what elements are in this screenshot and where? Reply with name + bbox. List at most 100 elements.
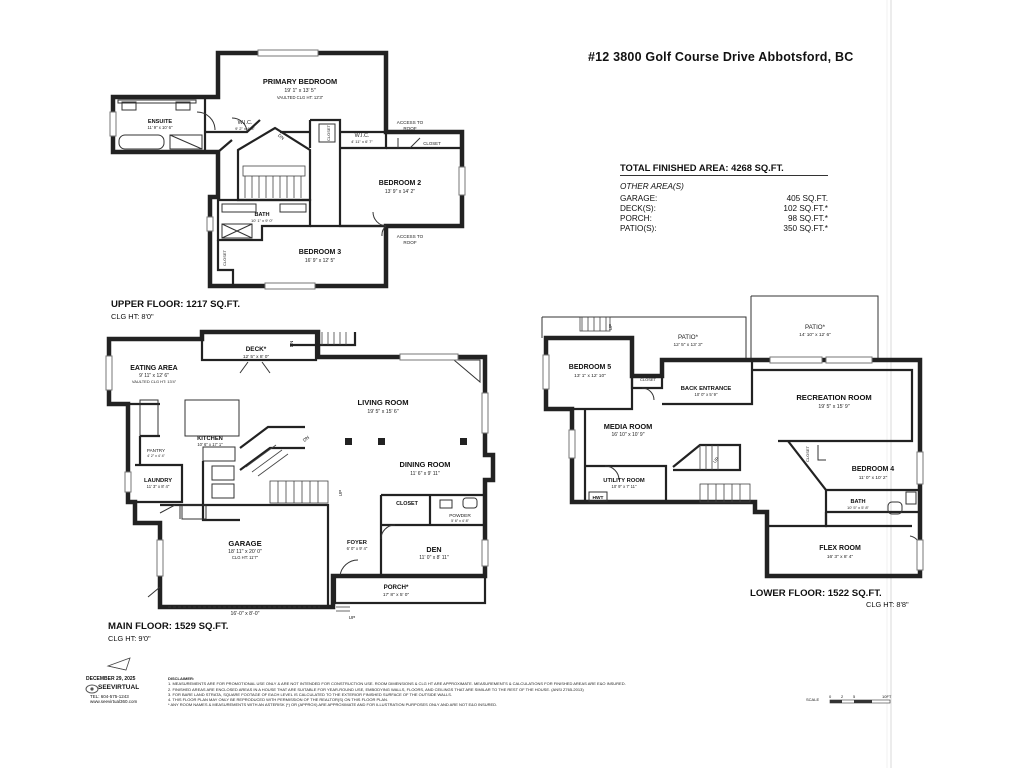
upper-floor-rooms-access2-label: ACCESS TO [397,234,424,239]
main-floor-rooms-closet-label: CLOSET [396,501,419,507]
lower-floor-rooms-utility-name-label: UTILITY ROOM [603,478,645,484]
upper-floor-rooms-bath-name-label: BATH [254,212,269,218]
lower-floor-rooms-patio2-dim-label: 14' 10" x 12' 6" [799,332,831,338]
scale-tick: 5 [853,694,856,699]
disclaimer-line: * ANY ROOM NAMES & MEASUREMENTS WITH AN … [168,702,498,708]
lower-floor-rooms-up-label: UP [608,324,613,330]
area-summary-table: TOTAL FINISHED AREA: 4268 SQ.FT. OTHER A… [620,162,828,234]
main-floor-rooms-porch-name-label: PORCH* [384,584,409,591]
lower-floor-plan [541,295,924,579]
brand-phone: TEL: 604-575-1243 [90,694,129,699]
main-floor-rooms-powder-name-label: POWDER [449,513,471,519]
main-floor-rooms-laundry-name-label: LAUNDRY [144,478,172,484]
upper-floor-plan [109,49,466,290]
upper-floor-rooms-dn-label: DN [277,133,285,141]
lower-floor-rooms-flex-name-label: FLEX ROOM [819,545,861,552]
main-floor-rooms-dn2-label: DN [302,435,310,443]
upper-floor-rooms-closet3-label: CLOSET [222,249,227,266]
main-floor-rooms-powder-dim-label: 5' 6" x 4' 8" [451,519,469,523]
lower-floor-rooms-closet-label: CLOSET [640,377,657,382]
upper-floor-rooms-bed2-name-label: BEDROOM 2 [379,180,422,187]
lower-floor-rooms-patio1-name-label: PATIO* [678,334,699,341]
upper-floor-label: UPPER FLOOR: 1217 SQ.FT. [111,299,241,310]
disclaimer-line: 4. THIS FLOOR PLAN MAY ONLY BE REPRODUCE… [168,697,389,703]
disclaimer-line: 3. FOR BARE LAND STRATA, SQUARE FOOTAGE … [168,691,453,697]
main-floor-rooms-kitchen-dim-label: 10' 6" x 17' 1" [197,442,223,447]
scale-bar [829,699,891,704]
upper-floor-rooms-ensuite-name-label: ENSUITE [148,119,173,125]
main-floor-rooms-garage-door-label: 16'-0" x 8'-0" [230,611,259,617]
total-finished-area: TOTAL FINISHED AREA: 4268 SQ.FT. [620,162,828,176]
upper-floor-rooms-closet2-label: CLOSET [423,141,441,146]
lower-floor-rooms-patio2-name-label: PATIO* [805,324,826,331]
lower-floor-ceiling: CLG HT: 8'8" [866,600,909,609]
plan-date: DECEMBER 29, 2025 [86,676,136,682]
lower-floor-rooms-utility-dim-label: 10' 9" x 7' 11" [612,484,637,489]
lower-floor-rooms-rec-name-label: RECREATION ROOM [796,393,871,402]
main-floor-rooms-eating-name-label: EATING AREA [130,365,177,372]
lower-floor-rooms-media-name-label: MEDIA ROOM [604,422,653,431]
main-floor-rooms-laundry-dim-label: 11' 3" x 8' 4" [147,484,170,489]
lower-floor-rooms-bed4-name-label: BEDROOM 4 [852,466,895,473]
main-floor-rooms-dn-label: DN [289,341,294,348]
main-floor-rooms-foyer-dim-label: 6' 0" x 9' 4" [347,546,368,551]
main-floor-rooms-dining-name-label: DINING ROOM [400,460,451,469]
main-floor-rooms-eating-note-label: VAULTED CLG HT: 13'4" [132,379,177,384]
area-row-decks: DECK(S):102 SQ.FT.* [620,204,828,213]
scale-tick: 0 [829,694,832,699]
upper-floor-rooms-primary-name-label: PRIMARY BEDROOM [263,77,337,86]
main-floor-plan [105,329,496,612]
other-areas-label: OTHER AREA(S) [620,182,684,191]
upper-floor-rooms-ensuite-dim-label: 11' 9" x 10' 6" [148,125,173,130]
main-floor-rooms-living-dim-label: 19' 5" x 15' 6" [367,409,398,415]
main-floor-rooms-porch-dim-label: 17' 8" x 5' 0" [383,592,410,598]
main-floor-rooms-eating-dim-label: 9' 11" x 12' 6" [139,373,169,379]
disclaimer-line: 1. MEASUREMENTS ARE FOR PROMOTIONAL USE … [168,681,626,687]
lower-floor-rooms-bed5-dim-label: 13' 1" x 12' 10" [574,373,606,379]
upper-floor-rooms-bed3-name-label: BEDROOM 3 [299,249,342,256]
main-floor-label: MAIN FLOOR: 1529 SQ.FT. [108,621,229,632]
upper-floor-rooms-primary-note-label: VAULTED CLG HT: 12'3" [277,95,324,100]
lower-floor-rooms-back-name-label: BACK ENTRANCE [681,386,732,392]
brand-website: www.seevirtual360.com [90,699,138,704]
brand-contact: TEL: 604-575-1243 www.seevirtual360.com [90,694,137,704]
main-floor-rooms-den-name-label: DEN [426,545,441,554]
lower-floor-rooms-bath-name-label: BATH [850,499,865,505]
scale-tick: 10FT [882,694,892,699]
upper-floor-rooms-closet1-label: CLOSET [326,124,331,141]
main-floor-rooms-living-name-label: LIVING ROOM [357,398,408,407]
main-floor-rooms-deck-dim-label: 12' 5" x 8' 0" [243,354,270,360]
main-floor-rooms-pantry-dim-label: 4' 2" x 4' 4" [147,454,165,458]
main-floor-rooms-garage-dim-label: 18' 11" x 20' 0" [228,549,262,555]
lower-floor-label: LOWER FLOOR: 1522 SQ.FT. [750,588,882,599]
main-floor-rooms-pantry-name-label: PANTRY [147,448,165,453]
upper-floor-rooms-access1-label: ROOF [403,126,416,131]
upper-floor-rooms-primary-dim-label: 19' 1" x 13' 5" [284,88,315,94]
scale-tick: 2 [841,694,844,699]
lower-floor-rooms-back-dim-label: 10' 0" x 5' 9" [695,392,718,397]
upper-floor-rooms-wic1-name-label: W.I.C. [238,120,253,126]
lower-floor-rooms-media-dim-label: 16' 10" x 10' 9" [612,432,645,438]
lower-floor-rooms-up2-label: UP [712,456,720,464]
seevirtual-logo-icon [85,684,99,694]
main-floor-rooms-up2-label: UP [349,615,356,621]
upper-floor-rooms-access1-label: ACCESS TO [397,120,424,125]
main-floor-rooms-dining-dim-label: 11' 6" x 9' 11" [410,471,440,477]
area-row-garage: GARAGE:405 SQ.FT. [620,194,828,203]
main-floor-rooms-foyer-name-label: FOYER [347,540,368,546]
upper-floor-rooms-bed3-dim-label: 16' 9" x 12' 5" [305,258,335,264]
area-row-porch: PORCH:98 SQ.FT.* [620,214,828,223]
main-floor-rooms-deck-name-label: DECK* [246,346,267,353]
upper-floor-rooms-bed2-dim-label: 13' 9" x 14' 2" [385,189,415,195]
main-floor-rooms-up-label: UP [338,490,343,496]
upper-floor-rooms-bath-dim-label: 10' 1" x 9' 0" [251,218,274,223]
lower-floor-rooms-hwt-label: HWT [593,495,604,501]
area-row-patios: PATIO(S):350 SQ.FT.* [620,224,828,233]
upper-floor-ceiling: CLG HT: 8'0" [111,312,154,321]
upper-floor-rooms-wic2-name-label: W.I.C. [355,133,370,139]
main-floor-ceiling: CLG HT: 9'0" [108,634,151,643]
lower-floor-rooms-closet2-label: CLOSET [805,445,810,462]
lower-floor-rooms-patio1-dim-label: 12' 5" x 13' 3" [674,342,703,348]
main-floor-rooms-garage-note-label: CLG HT: 11'7" [232,555,259,560]
